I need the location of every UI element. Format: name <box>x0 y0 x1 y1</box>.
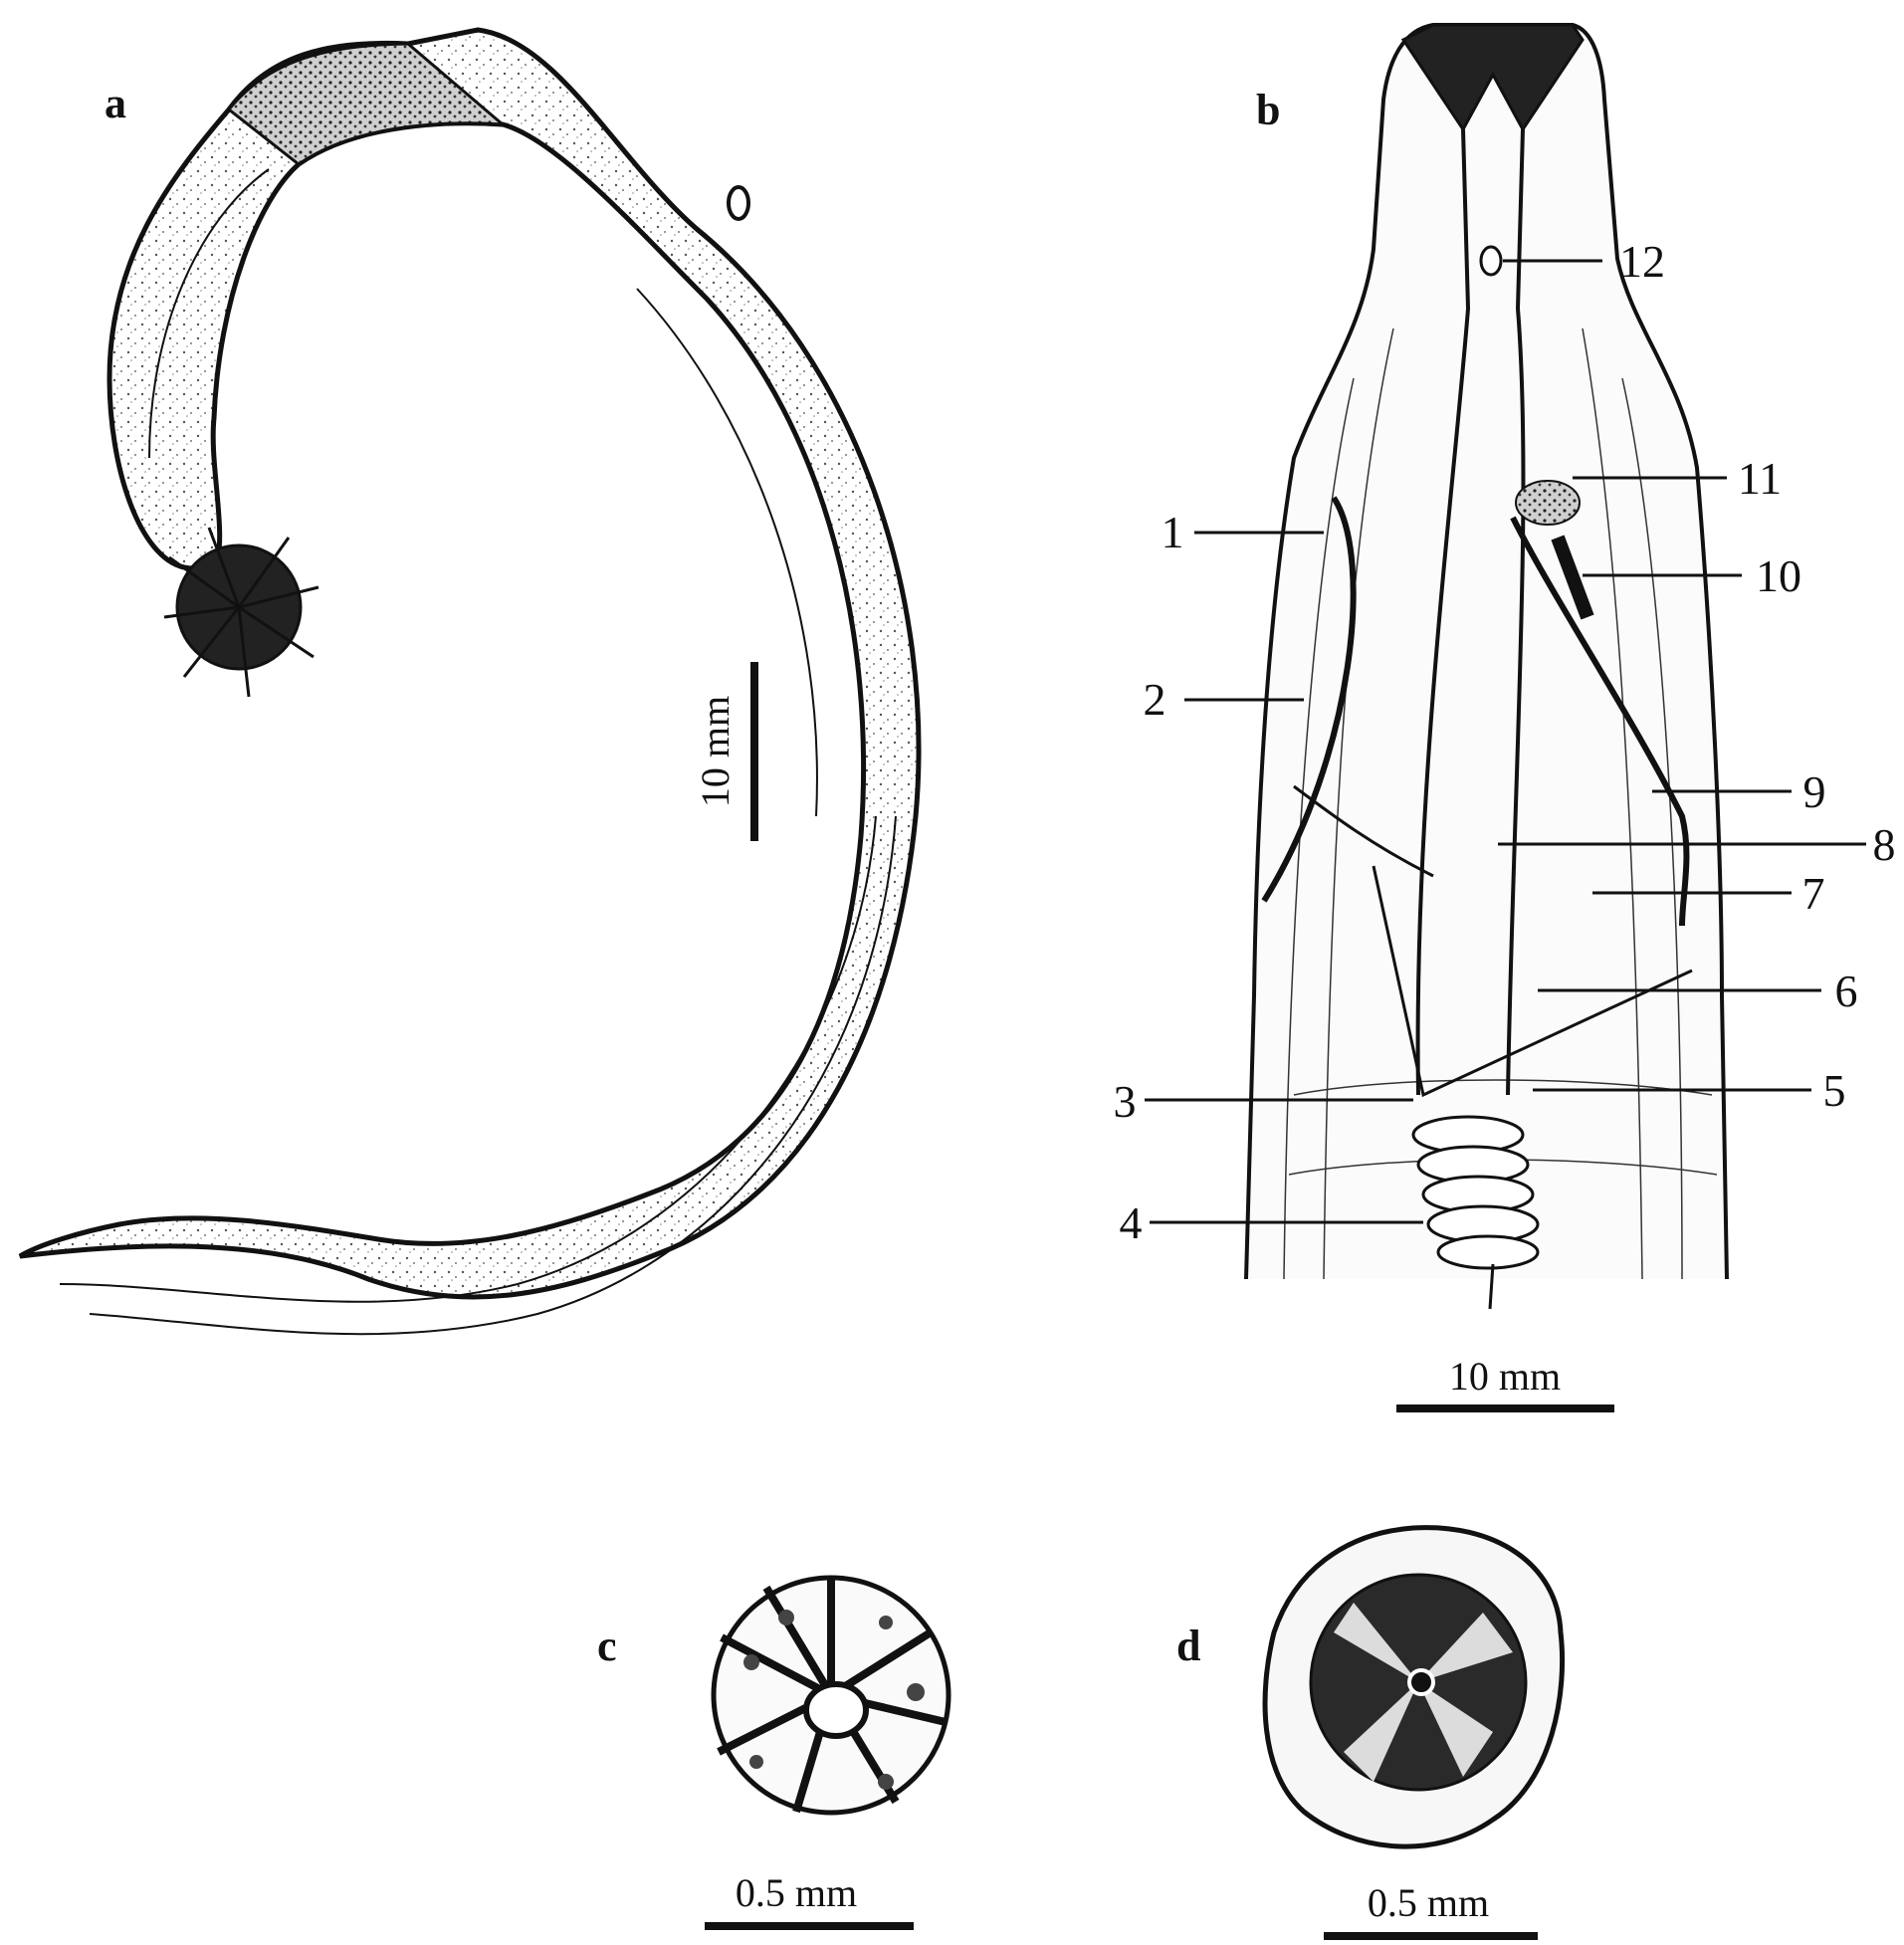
anatomy-drawing <box>1246 25 1727 1309</box>
panel-a-letter: a <box>105 79 126 127</box>
pharynx-pore <box>1481 247 1501 275</box>
panel-b-scale-label: 10 mm <box>1449 1354 1561 1399</box>
panel-a: a <box>20 30 919 1334</box>
callout-5: 5 <box>1823 1065 1846 1116</box>
callout-1: 1 <box>1162 507 1184 557</box>
worm-body <box>20 30 919 1334</box>
panel-c: c 0.5 mm <box>597 1578 949 1926</box>
panel-d: d 0.5 mm <box>1176 1528 1563 1936</box>
callout-3: 3 <box>1114 1076 1137 1127</box>
callout-11: 11 <box>1738 453 1782 504</box>
callout-10: 10 <box>1756 550 1801 601</box>
panel-b-letter: b <box>1256 86 1280 134</box>
panel-c-letter: c <box>597 1621 617 1670</box>
pore-mark <box>729 187 748 219</box>
callout-12: 12 <box>1619 236 1665 287</box>
panel-b: b <box>1114 25 1896 1408</box>
callout-6: 6 <box>1835 966 1858 1016</box>
callout-7: 7 <box>1802 868 1825 919</box>
callout-4: 4 <box>1120 1197 1143 1248</box>
callout-9: 9 <box>1803 766 1826 817</box>
callout-2: 2 <box>1144 674 1166 725</box>
panel-c-scale-label: 0.5 mm <box>736 1870 857 1915</box>
cross-section-c <box>714 1578 949 1813</box>
panel-d-scale-label: 0.5 mm <box>1368 1880 1489 1925</box>
worm-body-outline <box>20 30 919 1297</box>
callout-8: 8 <box>1873 819 1896 870</box>
cross-section-d <box>1265 1528 1563 1847</box>
panel-a-scale-label: 10 mm <box>693 696 738 807</box>
panel-d-letter: d <box>1176 1621 1200 1670</box>
